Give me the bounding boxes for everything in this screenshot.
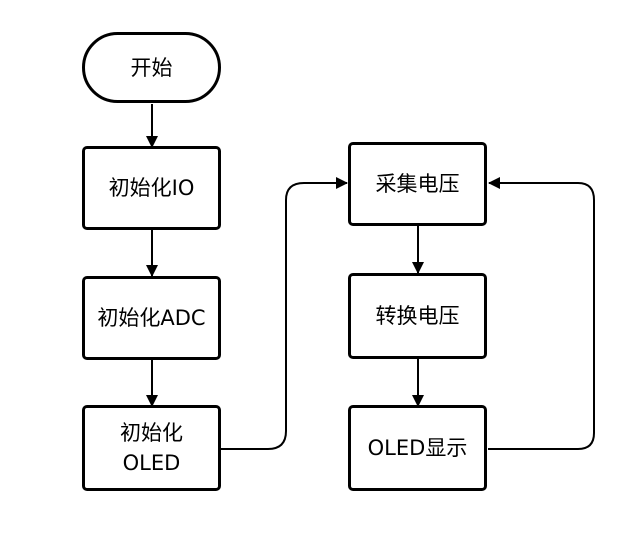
arrow-init-oled-to-sample-voltage	[219, 177, 348, 450]
init-adc-node: 初始化ADC	[82, 276, 221, 360]
start-node: 开始	[82, 32, 221, 103]
init-oled-node-label: 初始化 OLED	[120, 421, 183, 475]
start-node-label: 开始	[130, 55, 173, 80]
convert-voltage-node-label: 转换电压	[375, 304, 460, 328]
init-adc-node-label: 初始化ADC	[97, 306, 206, 330]
init-io-node-label: 初始化IO	[108, 176, 195, 200]
arrow-display-loop-to-sample	[488, 177, 595, 450]
sample-voltage-node-label: 采集电压	[375, 172, 460, 196]
convert-voltage-node: 转换电压	[348, 273, 487, 359]
sample-voltage-node: 采集电压	[348, 142, 487, 226]
init-oled-node: 初始化 OLED	[82, 405, 221, 491]
oled-display-node-label: OLED显示	[367, 436, 468, 460]
oled-display-node: OLED显示	[348, 405, 487, 491]
init-io-node: 初始化IO	[82, 146, 221, 230]
